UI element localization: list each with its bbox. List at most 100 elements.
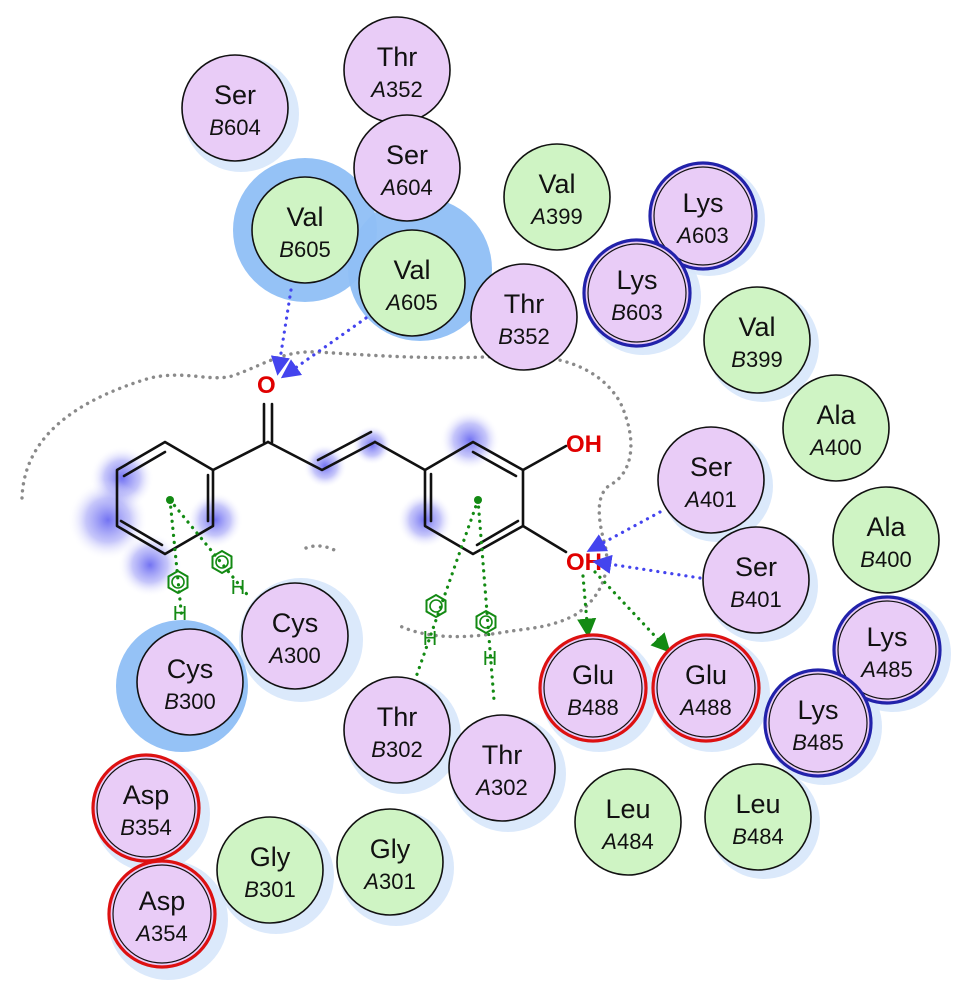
residue-name: Lys xyxy=(616,265,657,295)
residue-circle xyxy=(702,526,810,634)
residue-name: Asp xyxy=(139,886,186,916)
residue-circle xyxy=(136,628,244,736)
arene-icon-group xyxy=(167,549,497,635)
residue-name: Ser xyxy=(690,452,732,482)
residue-id: B301 xyxy=(244,877,295,902)
residue-id: B400 xyxy=(860,547,911,572)
residue-circle xyxy=(470,263,578,371)
residue-id: B354 xyxy=(120,815,171,840)
residue-circle xyxy=(648,161,758,271)
hbond-backbone-interactions xyxy=(270,288,702,580)
ligand-structure xyxy=(115,402,568,556)
residue-name: Thr xyxy=(504,289,545,319)
residue-id: A354 xyxy=(134,921,187,946)
arene-icon xyxy=(425,593,447,619)
pocket-outline-fragment xyxy=(304,544,340,554)
residue-id: A485 xyxy=(859,657,912,682)
residue-name: Val xyxy=(738,312,775,342)
residue-name: Val xyxy=(393,255,430,285)
residue-circle xyxy=(91,753,201,863)
residue-name: Leu xyxy=(735,789,780,819)
residue-circle xyxy=(216,816,324,924)
residue-id: A488 xyxy=(678,695,731,720)
residue-id: B399 xyxy=(731,347,782,372)
residue-id: A300 xyxy=(267,643,320,668)
residue-circle xyxy=(181,54,289,162)
residue-circle xyxy=(503,143,611,251)
residue-name: Val xyxy=(286,202,323,232)
hydroxyl-top-label: OH xyxy=(566,431,602,458)
residue-id: B484 xyxy=(732,824,783,849)
residue-name: Leu xyxy=(605,794,650,824)
residue-id: A401 xyxy=(683,487,736,512)
residue-id: A603 xyxy=(675,223,728,248)
carbonyl-oxygen-label: O xyxy=(257,372,276,399)
residue-circle xyxy=(336,808,444,916)
residue-circle xyxy=(582,238,692,348)
arene-icon xyxy=(211,549,233,575)
residue-name: Lys xyxy=(797,695,838,725)
residue-id: B485 xyxy=(792,730,843,755)
residue-nodes: ThrA352SerB604SerA604ValB605ValA605ValA3… xyxy=(91,16,942,969)
arene-icon xyxy=(475,609,497,635)
arene-h-interactions xyxy=(168,498,496,702)
residue-id: A604 xyxy=(379,175,432,200)
residue-circle xyxy=(651,633,761,743)
residue-name: Ala xyxy=(866,512,906,542)
residue-id: A301 xyxy=(362,869,415,894)
residue-name: Ser xyxy=(735,552,777,582)
residue-name: Lys xyxy=(682,188,723,218)
residue-circle xyxy=(832,595,942,705)
residue-id: A484 xyxy=(600,829,653,854)
residue-name: Thr xyxy=(377,42,418,72)
residue-circle xyxy=(763,668,873,778)
residue-circle xyxy=(657,426,765,534)
residue-name: Cys xyxy=(167,654,214,684)
residue-id: B401 xyxy=(730,587,781,612)
residue-name: Glu xyxy=(572,660,614,690)
residue-name: Lys xyxy=(866,622,907,652)
residue-circle xyxy=(343,676,451,784)
residue-name: Thr xyxy=(482,740,523,770)
arene-h-label-cys-a300: H xyxy=(231,577,245,599)
residue-circle xyxy=(107,859,217,969)
residue-circle xyxy=(448,714,556,822)
arene-icon xyxy=(167,569,189,595)
residue-circle xyxy=(574,768,682,876)
residue-id: B352 xyxy=(498,324,549,349)
residue-circle xyxy=(832,486,940,594)
residue-id: B603 xyxy=(611,300,662,325)
residue-id: B300 xyxy=(164,689,215,714)
residue-circle xyxy=(251,176,359,284)
residue-id: A399 xyxy=(529,204,582,229)
residue-name: Glu xyxy=(685,660,727,690)
residue-name: Cys xyxy=(272,608,319,638)
residue-id: B488 xyxy=(567,695,618,720)
residue-id: A605 xyxy=(384,290,437,315)
arene-h-label-thr-b302: H xyxy=(423,628,437,650)
